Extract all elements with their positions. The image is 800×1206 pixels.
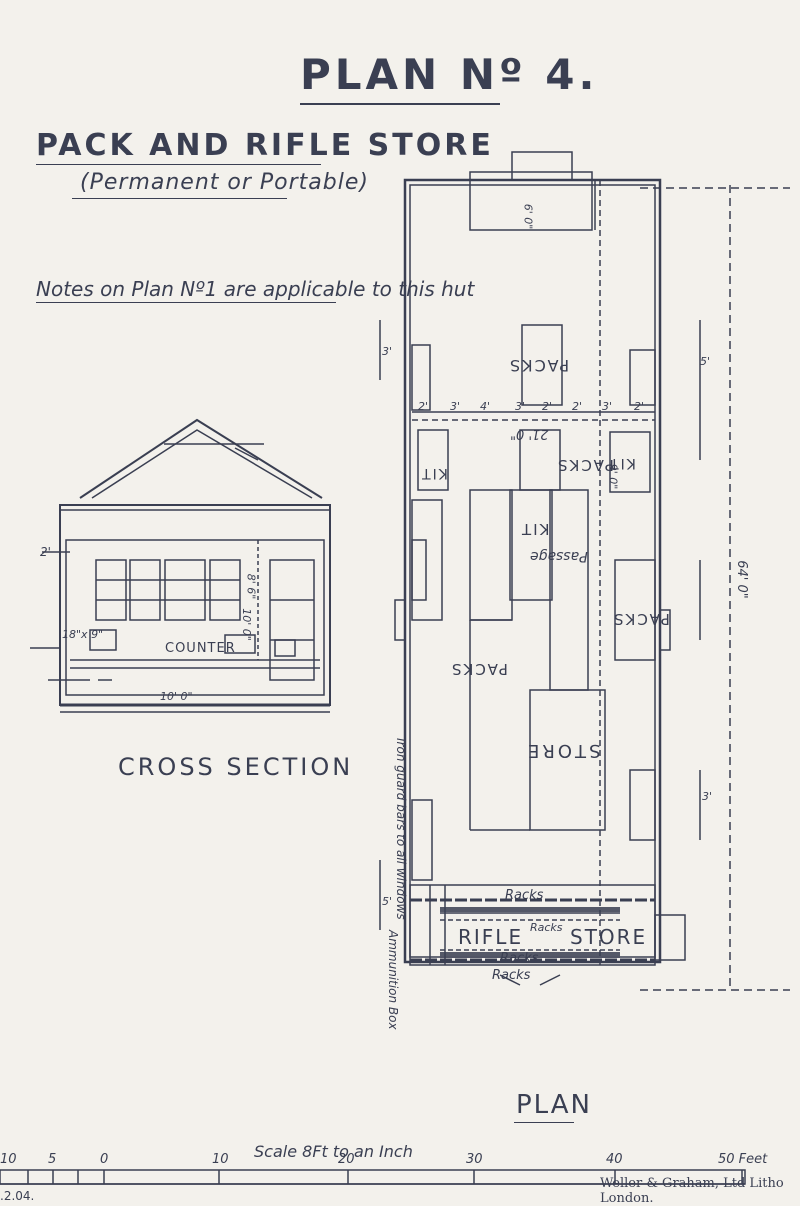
dim-bay-first: 2': [418, 400, 429, 413]
dim-ridge-height: 10' 0": [239, 608, 253, 641]
scale-tick: 50 Feet: [718, 1152, 768, 1167]
printer-imprint: Weller & Graham, Ltd Litho London.: [600, 1176, 784, 1206]
plan-overall-width: 21' 0": [510, 426, 549, 441]
notes-underline: [36, 302, 336, 303]
dim-bay-e: 2': [572, 400, 583, 413]
scale-tick: 30: [466, 1152, 483, 1167]
label-rifle: RIFLE: [458, 925, 524, 949]
label-packs-center: PACKS: [556, 456, 614, 474]
scale-tick: 40: [606, 1152, 623, 1167]
rifle-racks: [440, 907, 620, 956]
label-ammunition-box: Ammunition Box: [386, 930, 400, 1030]
permanence-note: (Permanent or Portable): [80, 170, 369, 195]
counter-label: COUNTER: [165, 641, 236, 656]
margin-note: .2.04.: [0, 1189, 35, 1203]
label-store-word: STORE: [570, 925, 648, 949]
label-kit-left: KIT: [420, 465, 448, 481]
dim-roof-projection: 2': [40, 545, 51, 559]
dim-door-width: 9' 0": [606, 463, 620, 490]
dim-bay-f: 3': [602, 400, 613, 413]
label-packs-right: PACKS: [612, 610, 670, 628]
cross-section-heading: CROSS SECTION: [118, 753, 354, 781]
dim-seg-c: 5': [382, 895, 393, 908]
scale-tick: 5: [48, 1152, 57, 1167]
subtitle-underline: [36, 164, 321, 165]
label-packs-lower: PACKS: [450, 660, 508, 678]
dim-seg-3: 3': [382, 345, 393, 358]
dim-bay-d: 2': [542, 400, 553, 413]
scale-caption: Scale 8Ft to an Inch: [254, 1142, 413, 1161]
label-passage: Passage: [530, 548, 588, 564]
dim-wall-height: 8' 6": [244, 573, 258, 600]
permanence-underline: [72, 198, 287, 199]
dim-section-width: 10' 0": [160, 690, 193, 703]
label-racks-bottom: Racks: [492, 968, 531, 983]
scale-bar: [0, 1169, 746, 1185]
scale-tick: 10: [212, 1152, 229, 1167]
label-packs-top: PACKS: [508, 356, 570, 375]
plan-overall-length: 64' 0": [733, 560, 749, 599]
label-store: STORE: [525, 740, 601, 761]
label-racks-top: Racks: [505, 888, 544, 903]
plan-drawing: [379, 151, 790, 991]
scale-tick: 0: [100, 1152, 109, 1167]
label-racks-inner: Racks: [530, 921, 563, 934]
building-name: PACK AND RIFLE STORE: [36, 128, 494, 163]
plan-title: PLAN Nº 4.: [300, 50, 599, 99]
scale-tick: 10: [0, 1152, 17, 1167]
label-iron-guard: Iron guard bars to all windows: [394, 738, 408, 920]
dim-seg-5: 5': [700, 355, 711, 368]
notes-text: Notes on Plan Nº1 are applicable to this…: [36, 277, 475, 301]
dim-seg-a: 3': [702, 790, 713, 803]
label-racks-mid: Racks: [500, 951, 539, 966]
dim-bay-a: 3': [450, 400, 461, 413]
plan-underline: [514, 1122, 574, 1123]
dim-bay-b: 4': [480, 400, 491, 413]
cross-section-drawing: [30, 418, 331, 713]
title-underline: [300, 103, 500, 105]
scale-tick: 20: [338, 1152, 355, 1167]
label-kit-center: KIT: [520, 520, 550, 538]
dim-room-width: 6' 0": [521, 203, 535, 230]
dim-window-size: 18"x 9": [62, 628, 104, 641]
plan-heading: PLAN: [516, 1090, 592, 1120]
dim-bay-c: 3': [515, 400, 526, 413]
dim-bay-g: 2': [634, 400, 645, 413]
